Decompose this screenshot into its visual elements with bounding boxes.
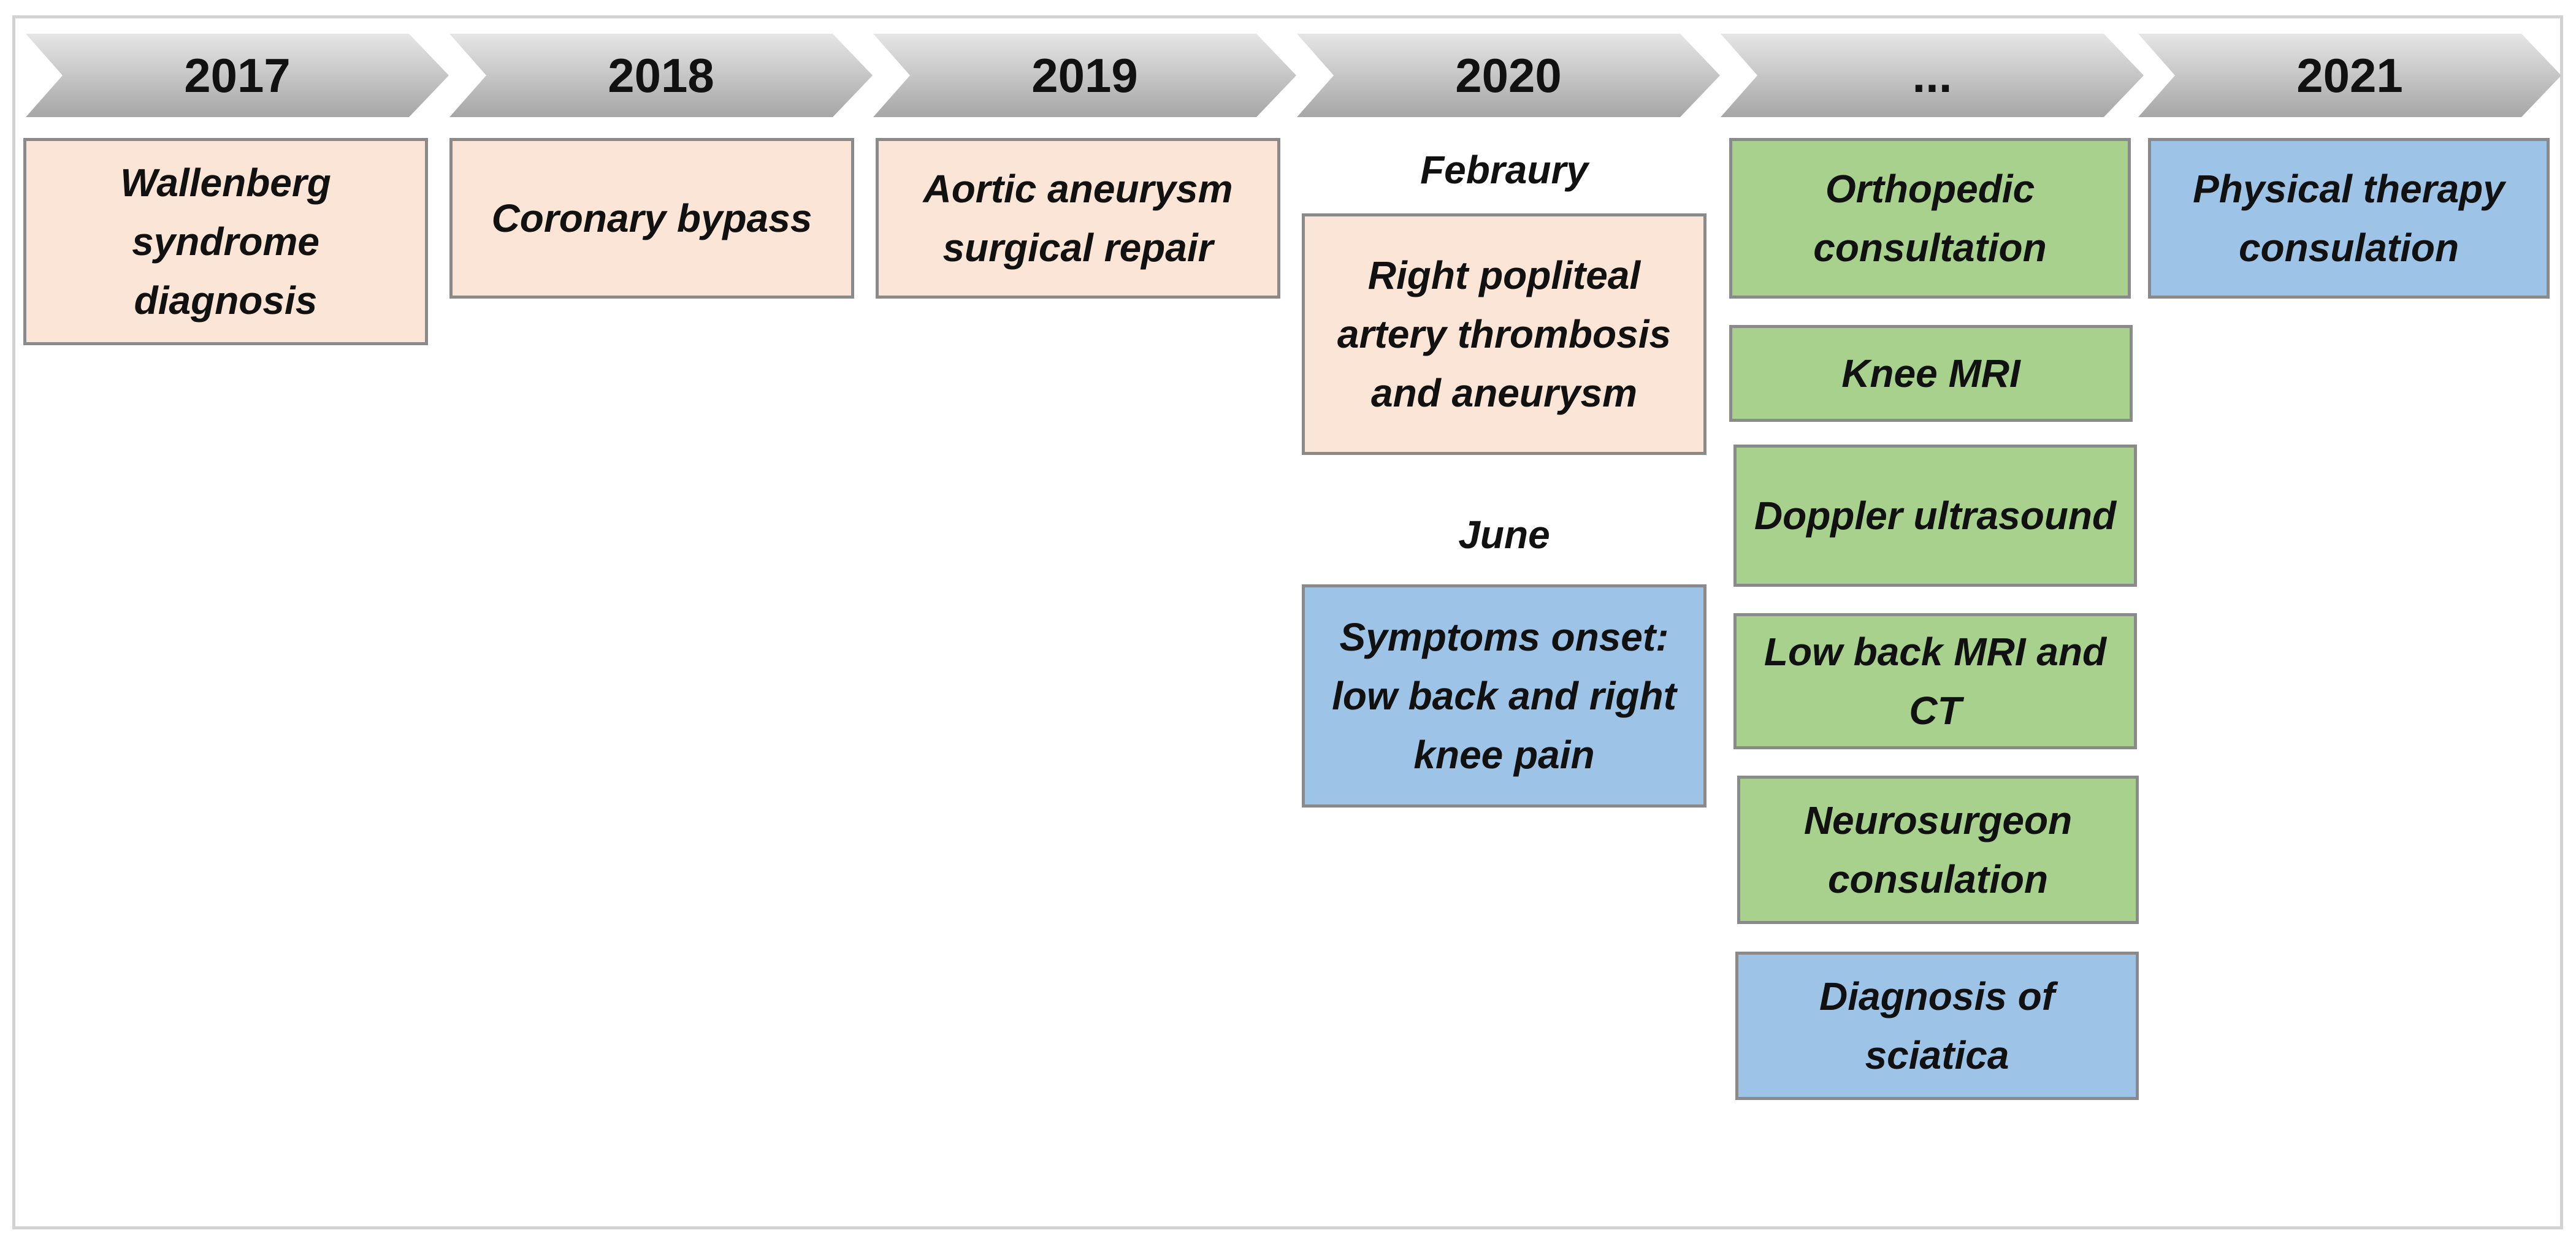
year-chevron-2018: 2018 <box>449 34 873 117</box>
event-box-2018: Coronary bypass <box>449 138 854 299</box>
diagram-frame <box>12 15 2563 1229</box>
year-label: 2021 <box>2296 48 2403 102</box>
event-box-neurosurgeon: Neurosurgeon consulation <box>1737 776 2139 924</box>
year-label: ... <box>1912 48 1952 102</box>
chevron-shape <box>26 34 449 117</box>
year-label: 2019 <box>1031 48 1138 102</box>
event-box-doppler: Doppler ultrasound <box>1733 445 2137 587</box>
event-box-2017: Wallenberg syndrome diagnosis <box>23 138 428 345</box>
month-label-february: Febraury <box>1420 148 1588 192</box>
event-box-2020-symptoms: Symptoms onset: low back and right knee … <box>1302 584 1707 808</box>
year-chevron-2019: 2019 <box>873 34 1296 117</box>
event-box-knee-mri: Knee MRI <box>1729 325 2133 422</box>
year-chevron-2021: 2021 <box>2138 34 2561 117</box>
chevron-shape <box>873 34 1296 117</box>
year-label: 2017 <box>184 48 291 102</box>
chevron-shape <box>1297 34 1720 117</box>
event-box-2020-thrombosis: Right popliteal artery thrombosis and an… <box>1302 213 1707 455</box>
chevron-shape <box>2138 34 2561 117</box>
event-box-orthopedic: Orthopedic consultation <box>1729 138 2131 299</box>
year-chevron-2020: 2020 <box>1297 34 1720 117</box>
chevron-shape <box>449 34 873 117</box>
event-box-sciatica: Diagnosis of sciatica <box>1735 952 2139 1100</box>
event-box-2019: Aortic aneurysm surgical repair <box>876 138 1280 299</box>
event-box-lowback-mri-ct: Low back MRI and CT <box>1733 613 2137 749</box>
event-box-2021: Physical therapy consulation <box>2148 138 2550 299</box>
year-label: 2020 <box>1455 48 1562 102</box>
chevron-shape <box>1721 34 2144 117</box>
year-chevron-2017: 2017 <box>26 34 449 117</box>
year-chevron-ellipsis: ... <box>1721 34 2144 117</box>
year-label: 2018 <box>608 48 714 102</box>
month-label-june: June <box>1458 513 1550 557</box>
